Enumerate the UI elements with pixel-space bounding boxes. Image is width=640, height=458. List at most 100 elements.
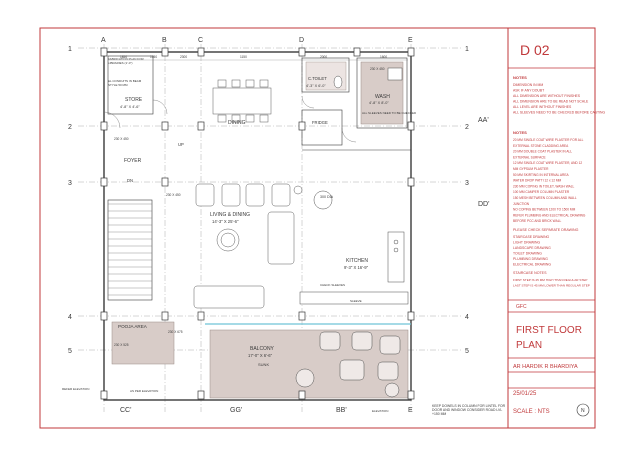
living-furniture — [193, 183, 303, 309]
note-b-4: 12 MM SINGLE COAT WIRE PLASTER, AND 12 — [513, 161, 582, 165]
label-dn: DN — [127, 178, 133, 183]
top-dimension-label: 2300 — [180, 55, 187, 59]
column-marker — [407, 121, 415, 131]
grid-bottom-cc: CC' — [120, 407, 131, 414]
bottom-note-wrapper: KEEP DOWELS IN COLUMN FOR LINTEL FOR DOO… — [432, 404, 505, 416]
grid-bottom-e: E — [408, 407, 413, 414]
notes-heading: NOTES — [513, 75, 527, 80]
note-b-3: EXTERNAL SURFACE — [513, 155, 546, 159]
grid-top-a: A — [101, 37, 106, 44]
room-store-dim: 4'-8" X 4'-6" — [120, 105, 140, 109]
balcony-furniture — [295, 331, 401, 398]
grid-top-c: C — [198, 37, 203, 44]
grid-left-4: 4 — [68, 314, 72, 321]
column-marker — [100, 177, 108, 187]
column-marker — [197, 121, 205, 131]
grid-bottom-bb: BB' — [336, 407, 347, 414]
room-foyer: FOYER — [124, 158, 142, 164]
column-marker — [407, 311, 415, 321]
architect-name: AR HARDIK R BHARDIYA — [513, 364, 578, 370]
room-pooja: POOJA AREA — [118, 324, 148, 329]
inner-walls — [107, 55, 411, 301]
note-a-2: ALL DIMENSION ARE WITHOUT FINISHES — [513, 94, 581, 98]
column-marker — [100, 47, 108, 57]
column-marker — [100, 390, 108, 400]
note-a-0: DIMENSION IN MM — [513, 83, 543, 87]
note-a-3: ALL DIMENSION ARE TO BE READ NOT SCALE — [513, 100, 589, 104]
check-item-4: PLUMBING DRAWING — [513, 257, 548, 261]
note-b-2: 20 MM DOUBLE COAT PLASTER IN ALL — [513, 150, 572, 154]
column-marker — [298, 121, 306, 131]
column-marker — [197, 311, 205, 321]
check-item-5: ELECTRICAL DRAWING — [513, 263, 551, 267]
room-balcony: BALCONY — [250, 346, 275, 352]
drawing-scale: SCALE : NTS — [513, 409, 550, 415]
note-as-per-elevation: AS PER ELEVATION — [130, 389, 158, 393]
column-marker — [298, 390, 306, 400]
note-b-14: BEFORE PCC AND BRICK WALL — [513, 219, 561, 223]
note-b-7: WATER DROP PATTI 12 x 12 MM — [513, 179, 562, 183]
plan-title-line2: PLAN — [516, 340, 542, 351]
stair-heading: STAIRCASE NOTES — [513, 271, 547, 275]
room-c-toilet-dim: 4'-3" X 6'-0" — [306, 84, 326, 88]
kitchen-counter — [299, 190, 409, 305]
col-dim-5: 230 X 450 — [166, 193, 181, 197]
structural-columns — [100, 47, 415, 400]
column-marker — [407, 390, 415, 400]
grid-left-1: 1 — [68, 46, 72, 53]
sheet-number: D 02 — [520, 42, 550, 58]
check-item-3: TOILET DRAWING — [513, 252, 542, 256]
check-item-0: STAIRCASE DRAWING — [513, 235, 550, 239]
room-kitchen: KITCHEN — [346, 258, 368, 264]
drawing-date: 25/01/25 — [513, 391, 537, 397]
column-marker — [298, 47, 306, 57]
note-b-12: NO COPING BETWEEN 1200 TO 1500 MM — [513, 208, 576, 212]
note-b-8: 230 MM COPING IN TOILET, WASH WALL — [513, 184, 575, 188]
note-sleeves: ALL SLEEVES NEED TO BE CHECKED — [362, 111, 417, 115]
outer-walls — [103, 51, 412, 401]
plan-title-line1: FIRST FLOOR — [516, 325, 582, 336]
room-dining: DINING — [228, 120, 246, 126]
note-b-5: MM GYPSUM PLASTER — [513, 167, 549, 171]
toilet-fixtures — [333, 67, 403, 89]
stair-notes-list: FIRST STEP IS 45 MM HIGH THAN REGULAR ST… — [513, 278, 590, 288]
note-store-3: EL CONDUITS IN BEAM — [108, 79, 142, 83]
column-marker — [298, 311, 306, 321]
room-living-dim: 14'-3" X 25'-6" — [212, 219, 239, 224]
col-dim-1: 230 X 450 — [114, 137, 129, 141]
grid-top-b: B — [162, 37, 167, 44]
col-dim-3: 230 X 525 — [114, 343, 129, 347]
note-b-13: REFER PLUMBING AND ELECTRICAL DRAWING — [513, 213, 586, 217]
grid-right-dd: DD' — [478, 201, 489, 208]
check-item-2: LANDSCAPE DRAWING — [513, 246, 551, 250]
grid-right-5: 5 — [465, 348, 469, 355]
column-marker — [161, 311, 169, 321]
column-marker — [407, 177, 415, 187]
stair-treads — [108, 203, 152, 296]
note-elevation: ELEVATION — [372, 409, 388, 413]
label-sunk: SUNK — [258, 362, 269, 367]
grid-right-3: 3 — [465, 180, 469, 187]
column-marker — [197, 390, 205, 400]
note-store-1: FABRICATION PLAN FOR — [108, 57, 144, 61]
note-a-4: ALL LEVEL ARE WITHOUT FINISHES — [513, 105, 572, 109]
note-b-6: 50 MM SKIRTING IN INTERNAL AREA — [513, 173, 569, 177]
grid-left-3: 3 — [68, 180, 72, 187]
room-balcony-dim: 17'-0" X 6'-6" — [248, 353, 273, 358]
door-swings — [103, 95, 357, 143]
note-b-1: EXTERNAL STONE CLADDING AREA — [513, 144, 569, 148]
room-store: STORE — [125, 97, 143, 103]
stair-note-0: FIRST STEP IS 45 MM HIGH THAN REGULAR ST… — [513, 278, 587, 282]
title-block-border — [507, 27, 596, 429]
grid-left-5: 5 — [68, 348, 72, 355]
note-dia: 300 DIA — [320, 195, 334, 199]
north-arrow-icon — [576, 403, 590, 417]
notes-list-b: 20 MM SINGLE COAT WIRE PLASTER FOR ALLEX… — [513, 138, 586, 223]
room-fridge: FRIDGE — [312, 120, 328, 125]
grid-right-aa: AA' — [478, 117, 489, 124]
floor-code: GFC — [516, 304, 527, 310]
